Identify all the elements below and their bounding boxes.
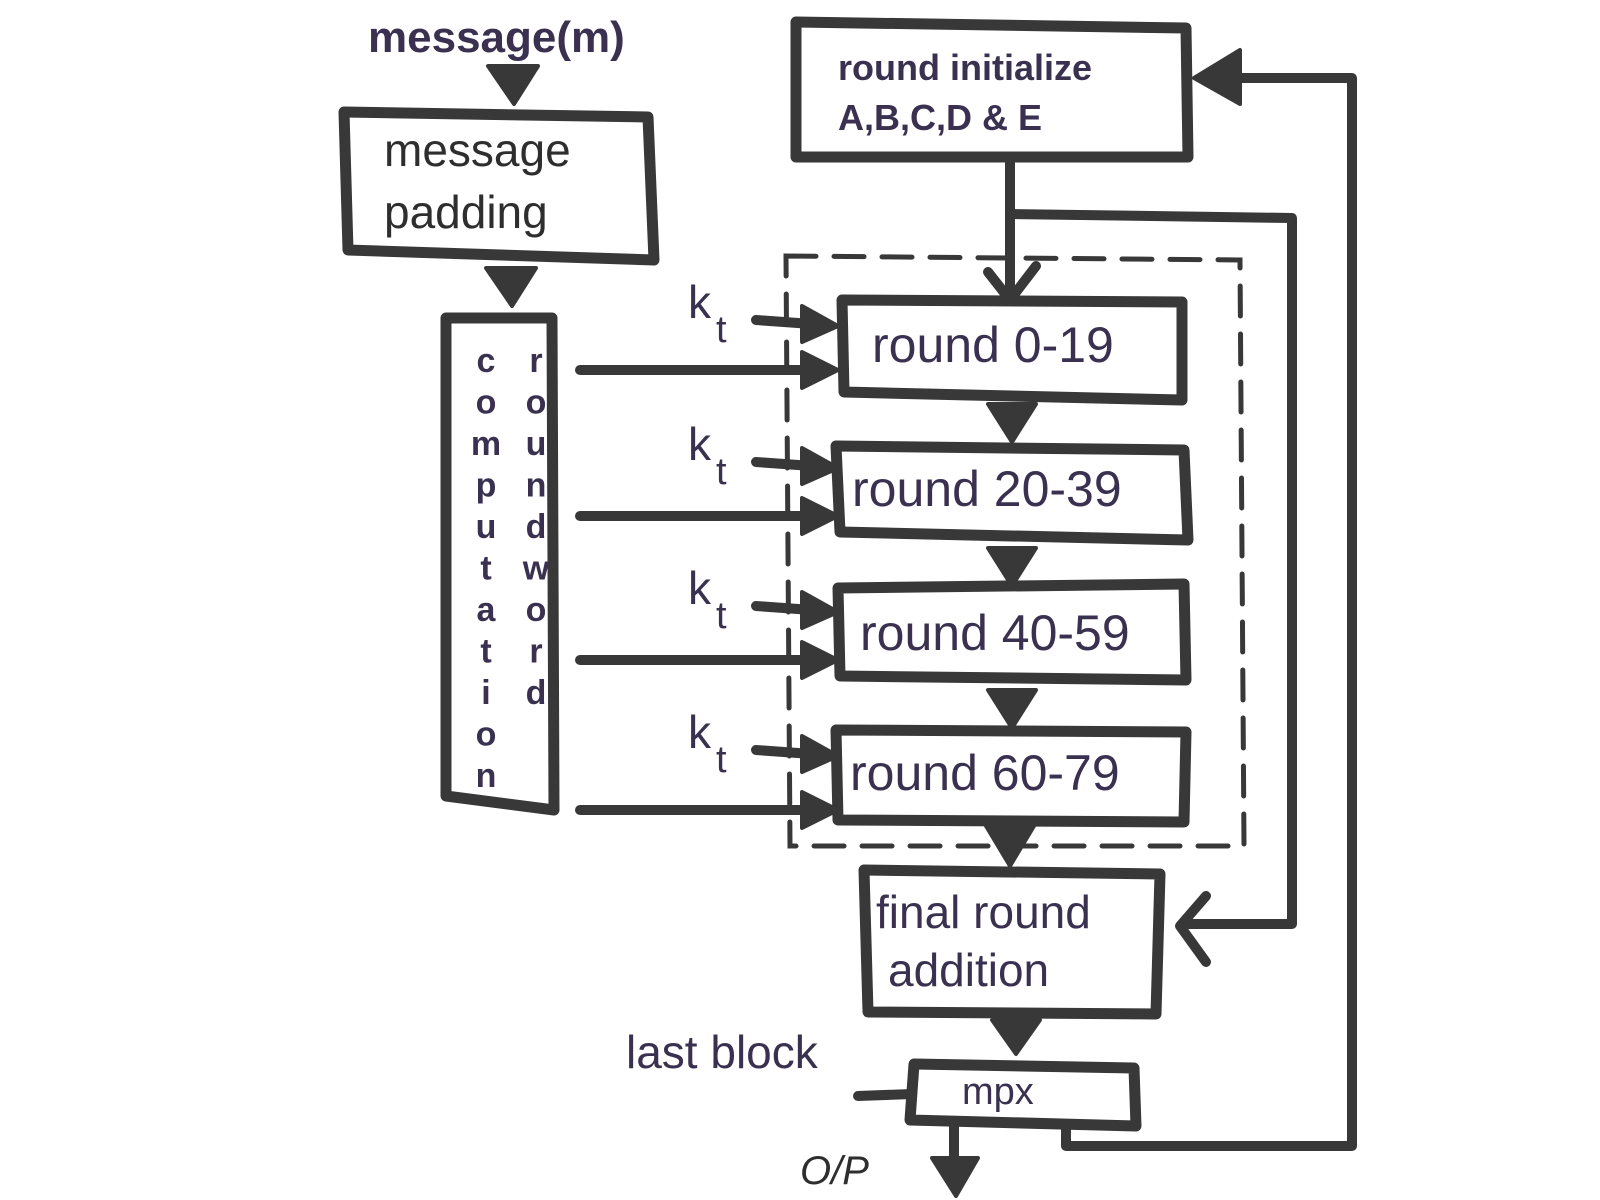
- feedback-line-mux-to-init: [1061, 73, 1357, 1151]
- padding-box-line1: message: [384, 124, 571, 176]
- final-box-line2: addition: [888, 944, 1049, 996]
- round-block: round 0-19 kt: [575, 276, 1188, 444]
- computation-letter: m: [471, 425, 501, 463]
- round-box: [832, 578, 1192, 686]
- message-padding-box: [338, 106, 660, 266]
- arrow-input-to-padding: [486, 64, 540, 106]
- kt-input-arrow: [800, 590, 840, 630]
- word-input-arrow: [800, 640, 840, 680]
- output-label: O/P: [800, 1149, 869, 1193]
- round-word-computation-box: [440, 312, 560, 816]
- kt-input-arrow: [800, 734, 840, 774]
- round-group-dashed-boundary: [783, 253, 1247, 849]
- arrow-open-into-final-addition: [1175, 891, 1211, 967]
- round-block: round 40-59 kt: [575, 562, 1192, 730]
- kt-subscript: t: [716, 309, 727, 351]
- round-word-letter: d: [526, 508, 547, 546]
- computation-letter: c: [477, 342, 496, 380]
- computation-letter: o: [476, 716, 497, 754]
- round-word-letter: o: [526, 591, 547, 629]
- last-block-label: last block: [626, 1026, 819, 1078]
- round-box: [830, 724, 1192, 828]
- final-box-line1: final round: [876, 886, 1091, 938]
- computation-letter: o: [476, 384, 497, 422]
- computation-letter: p: [476, 467, 497, 505]
- round-initialize-box: [790, 16, 1194, 163]
- round-word-letter: r: [529, 633, 542, 671]
- line-init-to-final-addition: [1005, 209, 1297, 929]
- round-word-letter: w: [522, 550, 550, 588]
- round-word-letter: o: [526, 384, 547, 422]
- round-block: round 20-39 kt: [575, 418, 1194, 588]
- output-arrow: [930, 1156, 980, 1198]
- kt-input-arrow: [800, 304, 840, 344]
- round-word-letter: n: [526, 467, 547, 505]
- final-round-addition-box: [858, 864, 1166, 1020]
- round-chain-arrow: [986, 546, 1038, 588]
- arrow-round60-to-final: [984, 824, 1036, 868]
- last-block-select-line: [853, 1089, 917, 1101]
- round-box: [830, 440, 1194, 546]
- computation-letter: u: [476, 508, 497, 546]
- kt-subscript: t: [716, 595, 727, 637]
- round-chain-arrow: [986, 688, 1038, 730]
- round-label: round 40-59: [860, 605, 1130, 661]
- word-input-arrow: [800, 350, 840, 390]
- computation-letter: t: [480, 550, 491, 588]
- kt-label: k: [688, 418, 712, 470]
- round-box: [836, 294, 1188, 406]
- round-block: round 60-79 kt: [575, 706, 1192, 830]
- arrow-final-to-mux: [990, 1018, 1042, 1056]
- arrow-into-init: [1192, 48, 1242, 106]
- kt-label: k: [688, 706, 712, 758]
- round-chain-arrow: [986, 402, 1038, 444]
- round-label: round 60-79: [850, 745, 1120, 801]
- round-word-letter: d: [526, 674, 547, 712]
- round-label: round 20-39: [852, 461, 1122, 517]
- kt-label: k: [688, 276, 712, 328]
- mux-box: [904, 1058, 1142, 1132]
- mux-label: mpx: [962, 1071, 1034, 1113]
- padding-box-line2: padding: [384, 186, 548, 238]
- word-input-arrow: [800, 790, 840, 830]
- computation-letter: n: [476, 757, 497, 795]
- computation-letter: a: [477, 591, 497, 629]
- init-box-line2: A,B,C,D & E: [838, 97, 1042, 138]
- kt-subscript: t: [716, 739, 727, 781]
- computation-letter: i: [481, 674, 490, 712]
- word-input-arrow: [800, 496, 840, 536]
- round-word-letter: r: [529, 342, 542, 380]
- message-input-label: message(m): [368, 13, 625, 62]
- kt-label: k: [688, 562, 712, 614]
- round-word-letter: u: [526, 425, 547, 463]
- computation-letter: t: [480, 633, 491, 671]
- init-box-line1: round initialize: [838, 47, 1092, 88]
- arrow-padding-to-word: [484, 266, 538, 308]
- kt-subscript: t: [716, 451, 727, 493]
- kt-input-arrow: [800, 446, 840, 486]
- round-label: round 0-19: [872, 317, 1114, 373]
